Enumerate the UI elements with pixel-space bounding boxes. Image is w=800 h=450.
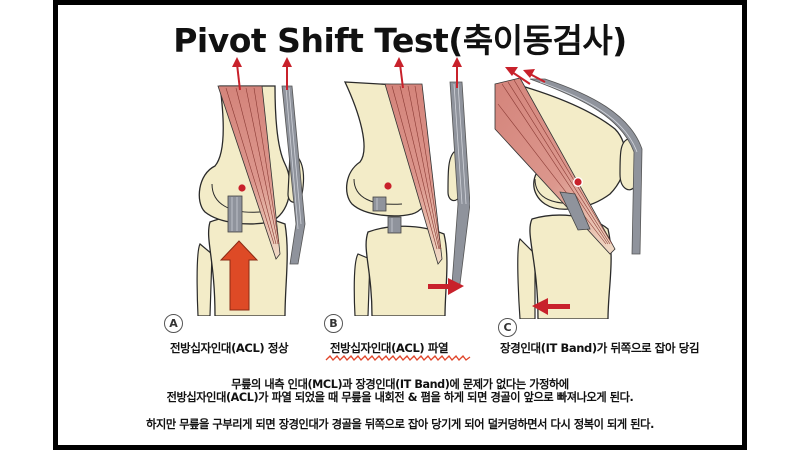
panel-b-caption: 전방십자인대(ACL) 파열	[330, 341, 449, 355]
panel-b-torn-acl-knee	[340, 54, 470, 316]
panel-a-caption: 전방십자인대(ACL) 정상	[170, 341, 289, 355]
panel-a-normal-knee	[190, 54, 310, 316]
panel-c-badge: C	[498, 318, 517, 337]
panel-c-caption: 장경인대(IT Band)가 뒤쪽으로 잡아 당김	[500, 341, 700, 355]
description-line-3: 하지만 무릎을 구부리게 되면 장경인대가 경골을 뒤쪽으로 잡아 당기게 되어…	[146, 418, 654, 431]
knee-illustration-normal	[196, 57, 306, 316]
panel-c-flexed-knee	[490, 54, 650, 319]
description-line-1: 무릎의 내측 인대(MCL)과 장경인대(IT Band)에 문제가 없다는 가…	[231, 378, 569, 391]
page-title: Pivot Shift Test(축이동검사)	[173, 21, 627, 60]
panel-a-badge: A	[164, 314, 183, 333]
knee-illustration-torn	[343, 57, 470, 316]
description-line-2: 전방십자인대(ACL)가 파열 되었을 때 무릎을 내회전 & 폄을 하게 되면…	[166, 391, 634, 404]
red-scribble-underline	[325, 355, 471, 361]
knee-illustration-flexed	[494, 67, 643, 319]
panel-b-badge: B	[324, 314, 343, 333]
